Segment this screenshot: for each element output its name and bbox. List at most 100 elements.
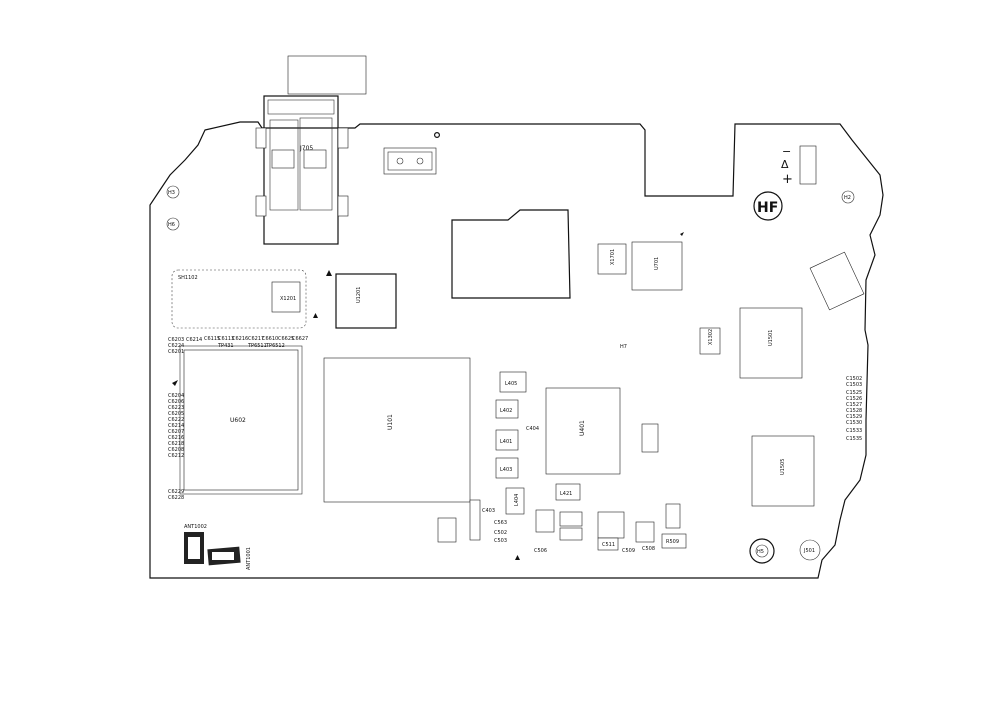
hf-mark: HF	[753, 191, 783, 221]
svg-text:C1502: C1502	[846, 376, 862, 382]
svg-text:C502: C502	[494, 530, 507, 536]
svg-text:C1535: C1535	[846, 436, 862, 442]
connector-j1701	[809, 251, 865, 311]
svg-text:C6206: C6206	[168, 399, 184, 405]
svg-text:C563: C563	[494, 520, 507, 526]
svg-text:H5: H5	[757, 549, 764, 555]
headphone-jack: J705	[255, 55, 367, 245]
left-refdes: C6203 C6224 C6201 C6204 C6206 C6223 C620…	[168, 337, 184, 501]
svg-text:SH1102: SH1102	[178, 275, 198, 281]
svg-text:U1201: U1201	[356, 287, 362, 303]
svg-text:L403: L403	[500, 467, 512, 473]
svg-text:C6216: C6216	[168, 435, 184, 441]
svg-text:C1503: C1503	[846, 382, 862, 388]
jack-label: J705	[299, 145, 313, 152]
antenna-pads: ANT1002 ANT1001	[184, 524, 252, 570]
svg-text:Δ: Δ	[781, 158, 789, 171]
svg-text:C1530: C1530	[846, 420, 862, 426]
svg-text:H6: H6	[168, 222, 175, 228]
svg-text:L402: L402	[500, 408, 512, 414]
svg-text:C506: C506	[534, 548, 547, 554]
svg-text:H2: H2	[844, 195, 851, 201]
svg-text:L401: L401	[500, 439, 512, 445]
svg-text:R509: R509	[666, 539, 679, 545]
svg-text:C6218: C6218	[168, 441, 184, 447]
svg-text:C6207: C6207	[168, 429, 184, 435]
svg-text:C403: C403	[482, 508, 495, 514]
chip-u602: U602	[179, 345, 303, 495]
mounting-holes: H3 H6 H2 H5 J501 H7	[166, 132, 855, 564]
polarity-markers: − Δ +	[781, 145, 817, 187]
crystal-x1701: X1701	[597, 243, 627, 275]
shield-sh1102: SH1102 X1201	[171, 269, 307, 329]
svg-text:C6229: C6229	[168, 489, 184, 495]
svg-text:J501: J501	[803, 548, 815, 554]
svg-text:TP6511: TP6511	[247, 343, 267, 349]
svg-text:C6214: C6214	[168, 423, 184, 429]
svg-text:C1525: C1525	[846, 390, 862, 396]
board-outline	[149, 121, 884, 579]
svg-text:ANT1002: ANT1002	[184, 524, 207, 530]
svg-text:ANT1001: ANT1001	[246, 547, 252, 570]
svg-text:C6214: C6214	[186, 337, 202, 343]
svg-text:U101: U101	[387, 414, 394, 430]
svg-text:X1302: X1302	[708, 329, 714, 345]
svg-text:C6208: C6208	[168, 447, 184, 453]
svg-text:C1528: C1528	[846, 408, 862, 414]
svg-text:C6205: C6205	[168, 411, 184, 417]
svg-text:C6115: C6115	[204, 336, 220, 342]
svg-text:L404: L404	[514, 494, 520, 506]
chip-u701: U701	[631, 241, 683, 291]
svg-text:C6625: C6625	[278, 336, 294, 342]
svg-text:C6212: C6212	[168, 453, 184, 459]
svg-text:C6203: C6203	[168, 337, 184, 343]
svg-text:U1505: U1505	[780, 459, 786, 475]
svg-text:C1533: C1533	[846, 428, 862, 434]
svg-text:H3: H3	[168, 190, 175, 196]
svg-text:C511: C511	[602, 542, 615, 548]
chip-u1501: U1501	[739, 307, 803, 379]
svg-text:X1201: X1201	[280, 296, 296, 302]
svg-text:U701: U701	[654, 257, 660, 270]
svg-text:C6216: C6216	[232, 336, 248, 342]
top-row-refdes: C6214 C6115 C6113 C6216 C6217 C6610 C662…	[186, 336, 308, 349]
svg-text:U401: U401	[579, 420, 586, 436]
chip-u401: U401	[545, 387, 621, 475]
svg-text:C404: C404	[526, 426, 539, 432]
svg-text:C6610: C6610	[262, 336, 278, 342]
svg-text:HF: HF	[757, 200, 778, 216]
right-refdes: C1502 C1503 C1525 C1526 C1527 C1528 C152…	[846, 376, 862, 442]
inductors: L405 L402 L401 L403 L404 L421	[495, 371, 581, 515]
chip-u101: U101	[323, 357, 471, 503]
svg-text:C1529: C1529	[846, 414, 862, 420]
svg-text:C1526: C1526	[846, 396, 862, 402]
svg-text:C503: C503	[494, 538, 507, 544]
svg-text:C6201: C6201	[168, 349, 184, 355]
svg-text:C508: C508	[642, 546, 655, 552]
battery-cutout	[451, 209, 571, 299]
svg-text:−: −	[782, 145, 791, 158]
svg-text:L405: L405	[505, 381, 517, 387]
svg-text:TP431: TP431	[217, 343, 234, 349]
crystal-x1302: X1302	[699, 327, 721, 355]
svg-text:C6222: C6222	[168, 417, 184, 423]
svg-text:C6204: C6204	[168, 393, 184, 399]
svg-text:TP6512: TP6512	[265, 343, 285, 349]
svg-text:C6228: C6228	[168, 495, 184, 501]
svg-text:C6113: C6113	[218, 336, 234, 342]
svg-text:X1701: X1701	[610, 249, 616, 265]
svg-text:U602: U602	[230, 417, 246, 424]
chip-u1505: U1505	[751, 435, 815, 507]
svg-text:U1501: U1501	[768, 330, 774, 346]
svg-text:C6217: C6217	[248, 336, 264, 342]
svg-text:C509: C509	[622, 548, 635, 554]
svg-text:+: +	[782, 172, 793, 187]
svg-text:H7: H7	[620, 344, 627, 350]
chip-u1201: U1201	[335, 273, 397, 329]
svg-text:C6224: C6224	[168, 343, 184, 349]
svg-text:C1527: C1527	[846, 402, 862, 408]
bottom-refdes: C403 C563 C502 C503 C404 C506 C511 C509 …	[482, 426, 679, 554]
svg-text:C6627: C6627	[292, 336, 308, 342]
connector-top	[383, 147, 437, 175]
